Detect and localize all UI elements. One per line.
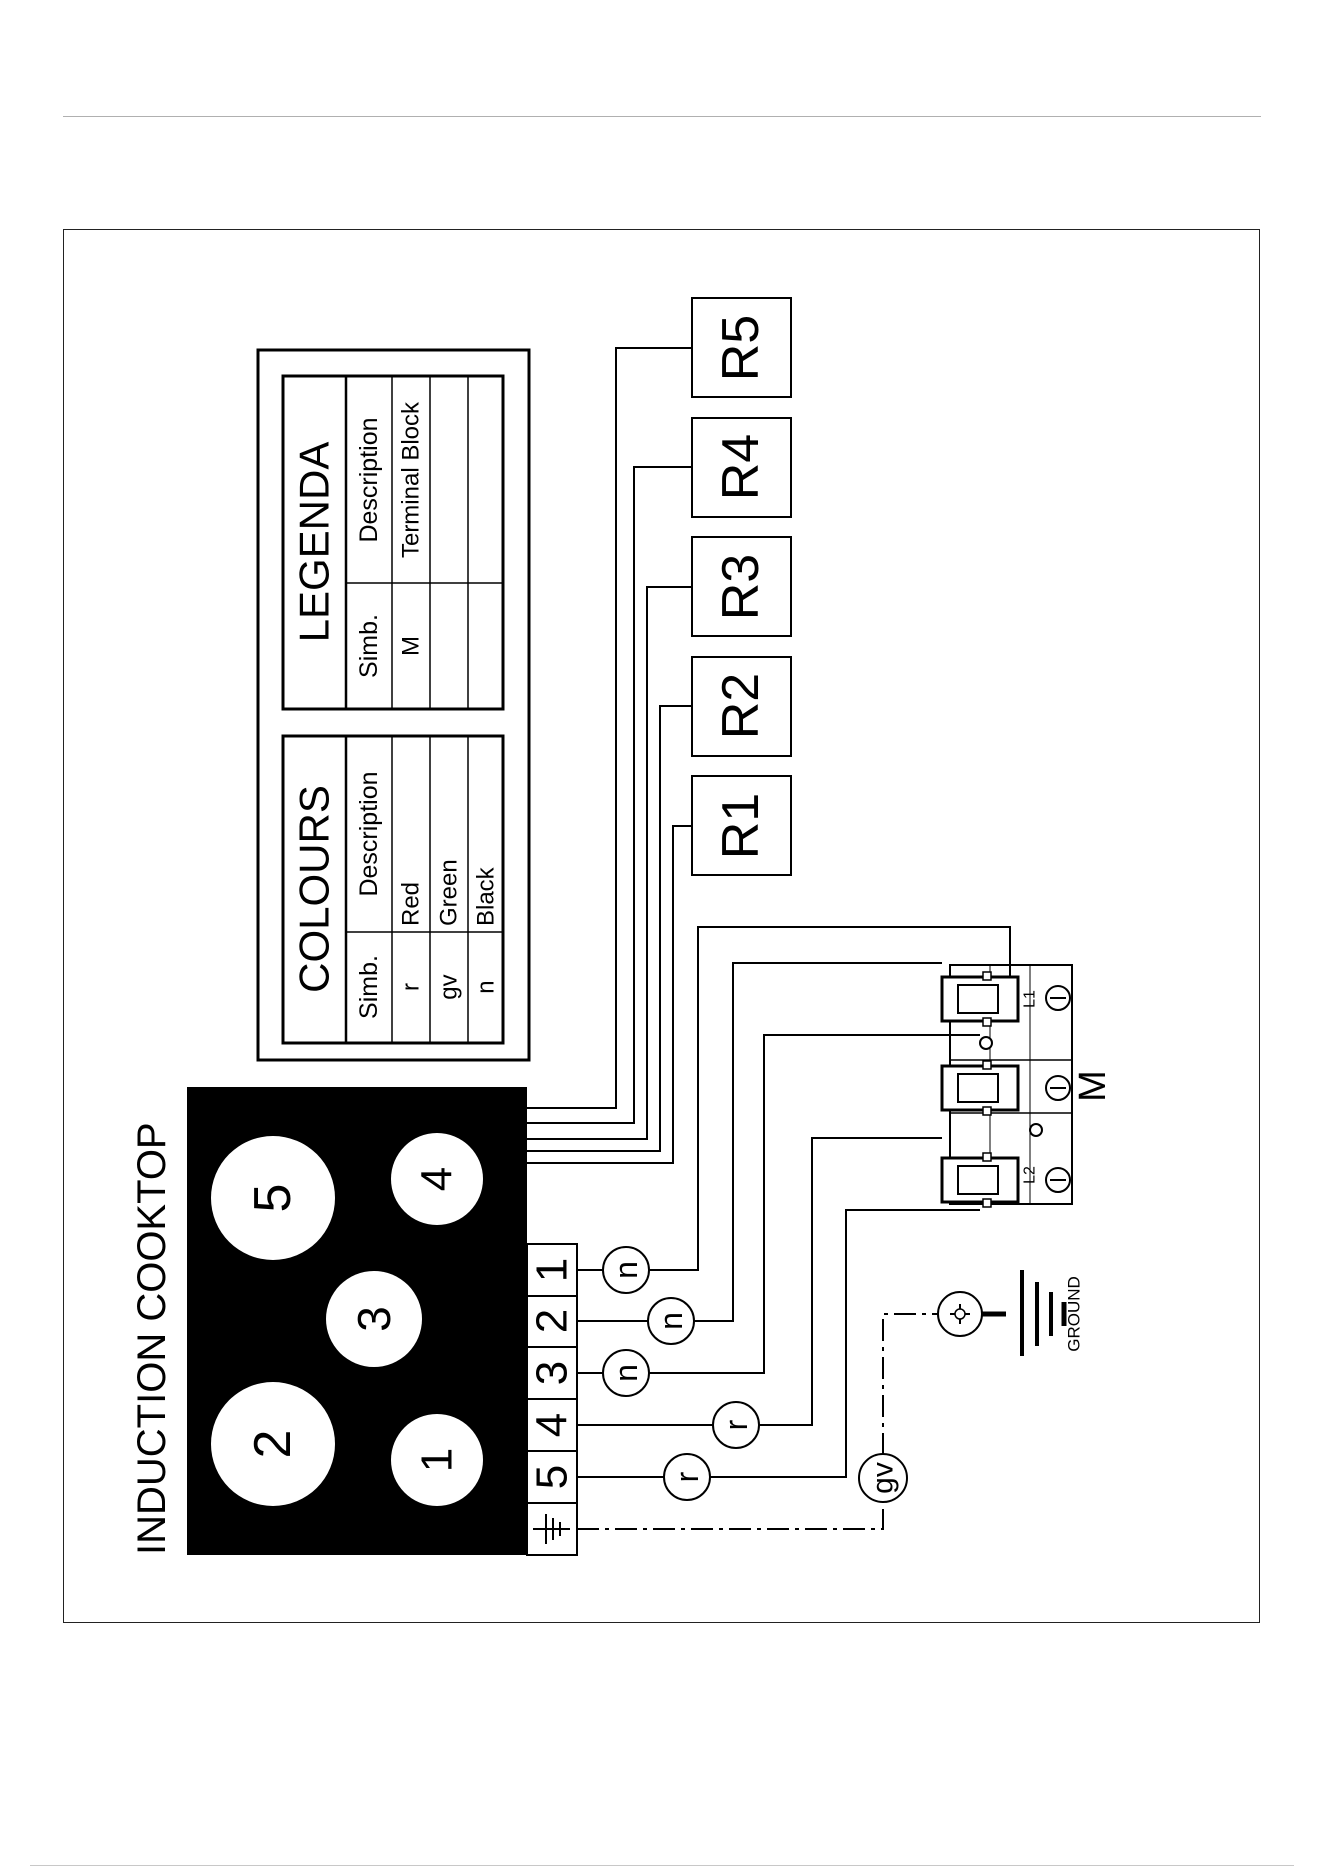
terminal-5-label: 5 bbox=[528, 1465, 577, 1489]
svg-text:r: r bbox=[669, 1471, 705, 1482]
resistor-r4-label: R4 bbox=[712, 434, 770, 500]
resistor-r1: R1 bbox=[692, 776, 791, 875]
wire-label-t5: r bbox=[664, 1454, 710, 1500]
terminal-l2-label: L2 bbox=[1022, 1166, 1039, 1184]
screw-l2-icon bbox=[1046, 1168, 1070, 1192]
wire-label-t2: n bbox=[648, 1298, 694, 1344]
earth-ground-icon bbox=[982, 1270, 1064, 1356]
colours-col-symbol: Simb. bbox=[355, 955, 383, 1019]
legenda-row-1-description: Terminal Block bbox=[398, 401, 425, 558]
wire-label-t4: r bbox=[713, 1402, 759, 1448]
bridge-hole-bottom bbox=[1030, 1124, 1042, 1136]
colours-row-3-symbol: n bbox=[473, 980, 500, 993]
ground-connection: GROUND bbox=[938, 1270, 1084, 1356]
wire-label-t1: n bbox=[603, 1247, 649, 1293]
wire-r5 bbox=[527, 348, 692, 1108]
colours-row-2-symbol: gv bbox=[436, 974, 463, 999]
burner-2-label: 2 bbox=[244, 1430, 302, 1459]
burner-3: 3 bbox=[326, 1271, 422, 1367]
resistor-r4: R4 bbox=[692, 418, 791, 517]
svg-text:n: n bbox=[608, 1364, 644, 1382]
burner-1-label: 1 bbox=[413, 1448, 462, 1472]
legenda-col-description: Description bbox=[355, 417, 383, 542]
ground-label: GROUND bbox=[1065, 1276, 1084, 1352]
burner-2: 2 bbox=[211, 1382, 335, 1506]
screw-middle-icon bbox=[1046, 1076, 1070, 1100]
cooktop-terminal-strip: 5 4 3 2 1 bbox=[527, 1244, 577, 1555]
bridge-hole-top bbox=[980, 1037, 992, 1049]
colours-col-description: Description bbox=[355, 771, 383, 896]
colours-row-2-description: Green bbox=[436, 859, 463, 926]
terminal-l1-label: L1 bbox=[1022, 990, 1039, 1008]
burner-1: 1 bbox=[391, 1414, 483, 1506]
cooktop: 2 5 3 1 4 INDUCTION COOKTOP bbox=[130, 1087, 527, 1555]
legenda-row-1-symbol: M bbox=[398, 636, 425, 656]
svg-text:n: n bbox=[653, 1312, 689, 1330]
cooktop-title: INDUCTION COOKTOP bbox=[130, 1122, 174, 1555]
burner-3-label: 3 bbox=[348, 1306, 400, 1332]
svg-text:gv: gv bbox=[867, 1462, 900, 1494]
colours-title: COLOURS bbox=[291, 785, 338, 993]
wire-label-ground: gv bbox=[859, 1454, 907, 1502]
terminal-3-label: 3 bbox=[528, 1361, 577, 1385]
burner-4: 4 bbox=[391, 1133, 483, 1225]
terminal-block-m: L1 L2 M bbox=[942, 965, 1114, 1207]
wire-labels: n n n r r gv bbox=[603, 1247, 907, 1502]
resistor-r3: R3 bbox=[692, 537, 791, 636]
legenda-col-symbol: Simb. bbox=[355, 614, 383, 678]
wire-r3 bbox=[527, 587, 692, 1139]
resistor-r1-label: R1 bbox=[712, 793, 770, 859]
burner-4-label: 4 bbox=[413, 1167, 462, 1191]
clamp-middle bbox=[942, 1061, 1018, 1115]
burner-5: 5 bbox=[211, 1136, 335, 1260]
resistors: R1 R2 R3 R4 R5 bbox=[692, 298, 791, 875]
legenda-title: LEGENDA bbox=[291, 442, 338, 643]
legend-box: COLOURS Simb. Description r Red gv Green… bbox=[258, 350, 529, 1060]
terminal-4-label: 4 bbox=[528, 1413, 577, 1437]
ground-screw-icon bbox=[938, 1292, 982, 1336]
terminal-2-label: 2 bbox=[528, 1309, 577, 1333]
wire-r1 bbox=[527, 826, 692, 1163]
colours-row-3-description: Black bbox=[473, 866, 500, 926]
wire-r4 bbox=[527, 467, 692, 1123]
colours-row-1-description: Red bbox=[398, 882, 425, 926]
resistor-r5-label: R5 bbox=[712, 315, 770, 381]
screw-l1-icon bbox=[1046, 986, 1070, 1010]
terminal-block-label: M bbox=[1072, 1070, 1114, 1102]
resistor-r2-label: R2 bbox=[712, 673, 770, 739]
wire-r2 bbox=[527, 706, 692, 1151]
resistor-r5: R5 bbox=[692, 298, 791, 397]
burner-5-label: 5 bbox=[244, 1184, 302, 1213]
clamp-l2 bbox=[942, 1153, 1018, 1207]
colours-row-1-symbol: r bbox=[398, 983, 425, 991]
svg-text:n: n bbox=[608, 1261, 644, 1279]
svg-text:r: r bbox=[718, 1419, 754, 1430]
resistor-r3-label: R3 bbox=[712, 554, 770, 620]
resistor-wires bbox=[527, 348, 692, 1163]
resistor-r2: R2 bbox=[692, 657, 791, 756]
terminal-1-label: 1 bbox=[528, 1258, 577, 1282]
wire-label-t3: n bbox=[603, 1350, 649, 1396]
wire-terminal-3 bbox=[577, 1035, 980, 1373]
clamp-l1 bbox=[942, 972, 1018, 1026]
